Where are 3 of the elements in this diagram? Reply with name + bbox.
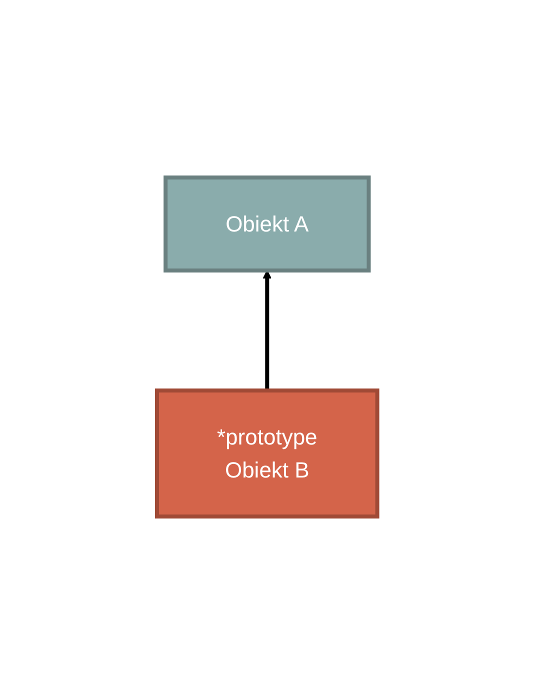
node-box: Obiekt A [163,176,371,272]
arrow [262,270,272,390]
node-box: *prototype Obiekt B [154,388,380,518]
